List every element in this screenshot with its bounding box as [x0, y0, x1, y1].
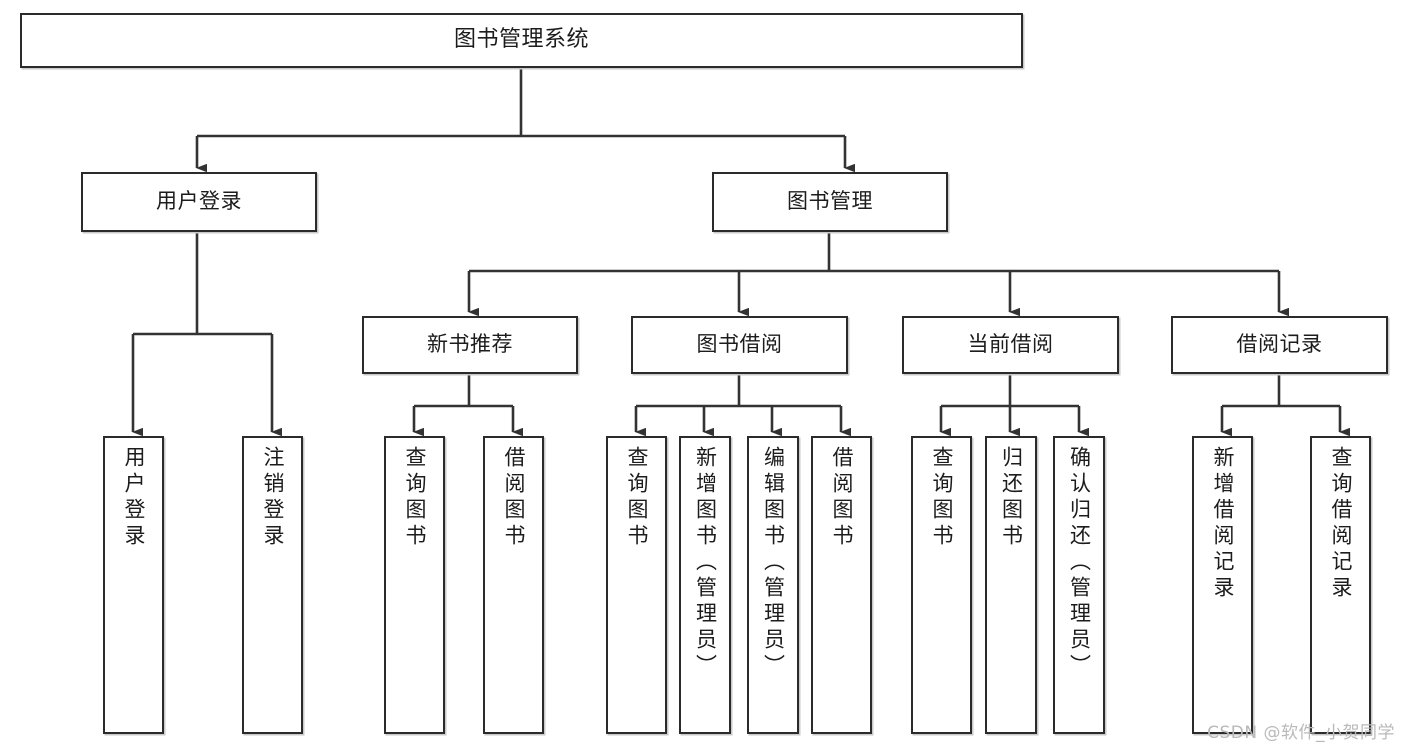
leaf-book-borrow-add[interactable]: 新增图书（管理员）	[679, 436, 731, 734]
csdn-watermark: CSDN @软件_小贺同学	[1207, 723, 1395, 743]
node-user-login[interactable]: 用户登录	[81, 172, 317, 232]
leaf-new-book-borrow[interactable]: 借阅图书	[483, 436, 544, 734]
leaf-borrow-record-add[interactable]: 新增借阅记录	[1192, 436, 1253, 734]
node-new-book-recommend[interactable]: 新书推荐	[362, 316, 578, 374]
node-root-system[interactable]: 图书管理系统	[20, 13, 1023, 68]
node-label: 新书推荐	[427, 332, 513, 357]
node-book-management[interactable]: 图书管理	[712, 172, 948, 232]
node-label: 图书借阅	[696, 332, 783, 357]
leaf-book-borrow-borrow[interactable]: 借阅图书	[811, 436, 872, 734]
leaf-book-borrow-edit[interactable]: 编辑图书（管理员）	[747, 436, 799, 734]
node-label: 新增借阅记录	[1211, 446, 1235, 602]
node-label: 查询图书	[930, 446, 954, 550]
node-label: 注销登录	[261, 446, 285, 550]
node-label: 查询图书	[625, 446, 649, 550]
leaf-current-borrow-query[interactable]: 查询图书	[911, 436, 972, 734]
node-book-borrow[interactable]: 图书借阅	[631, 316, 848, 374]
leaf-user-login-logout[interactable]: 注销登录	[242, 436, 303, 734]
leaf-current-borrow-return[interactable]: 归还图书	[985, 436, 1037, 734]
node-label: 图书管理	[787, 189, 873, 214]
leaf-user-login-login[interactable]: 用户登录	[103, 436, 164, 734]
node-label: 用户登录	[122, 446, 146, 550]
node-label: 查询借阅记录	[1329, 446, 1353, 602]
leaf-book-borrow-query[interactable]: 查询图书	[606, 436, 667, 734]
leaf-current-borrow-confirm-return[interactable]: 确认归还（管理员）	[1053, 436, 1105, 734]
leaf-new-book-query[interactable]: 查询图书	[384, 436, 445, 734]
node-label: 借阅记录	[1236, 332, 1323, 357]
node-label: 图书管理系统	[453, 27, 589, 53]
node-label: 编辑图书（管理员）	[761, 446, 786, 680]
node-label: 借阅图书	[830, 446, 854, 550]
node-borrow-record[interactable]: 借阅记录	[1171, 316, 1388, 374]
node-label: 当前借阅	[967, 332, 1054, 357]
node-label: 借阅图书	[502, 446, 526, 550]
leaf-borrow-record-query[interactable]: 查询借阅记录	[1310, 436, 1371, 734]
node-current-borrow[interactable]: 当前借阅	[902, 316, 1119, 374]
node-label: 查询图书	[403, 446, 427, 550]
node-label: 新增图书（管理员）	[693, 446, 718, 680]
node-label: 确认归还（管理员）	[1067, 446, 1092, 680]
node-label: 用户登录	[156, 189, 242, 214]
node-label: 归还图书	[999, 446, 1024, 550]
